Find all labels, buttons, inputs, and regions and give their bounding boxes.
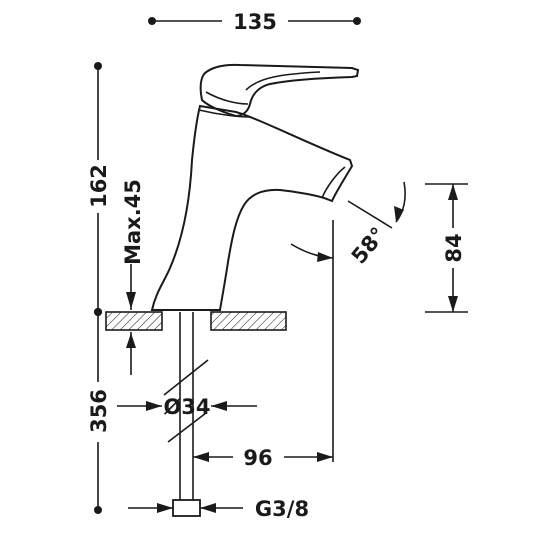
g38-connector: [172, 499, 201, 517]
supply-hose: [163, 312, 209, 517]
dimension-label-diameter: Ø34: [163, 395, 210, 419]
dimension-diameter-34: Ø34: [117, 395, 257, 419]
deck-section: [105, 311, 287, 331]
dimension-label-spout-height: 84: [442, 233, 466, 262]
dimension-label-hose-356: 356: [87, 389, 111, 433]
dimension-height-162: 162: [87, 62, 111, 316]
dimension-max-deck: Max.45: [121, 179, 145, 375]
dimension-label-width: 135: [233, 10, 277, 34]
dimension-label-max-deck: Max.45: [121, 179, 145, 265]
dimension-spout-height-84: 84: [425, 183, 468, 313]
dimension-connection-g38: G3/8: [128, 497, 309, 521]
dimension-label-reach: 96: [243, 446, 272, 470]
dimension-label-connection: G3/8: [255, 497, 309, 521]
faucet-body: [150, 63, 360, 311]
dimension-label-angle: 58°: [347, 223, 391, 269]
dimension-hose-356: 356: [87, 308, 111, 514]
dimension-reach-96: 96: [193, 220, 334, 470]
dimension-width-135: 135: [148, 10, 361, 34]
dimension-label-height-162: 162: [87, 164, 111, 208]
